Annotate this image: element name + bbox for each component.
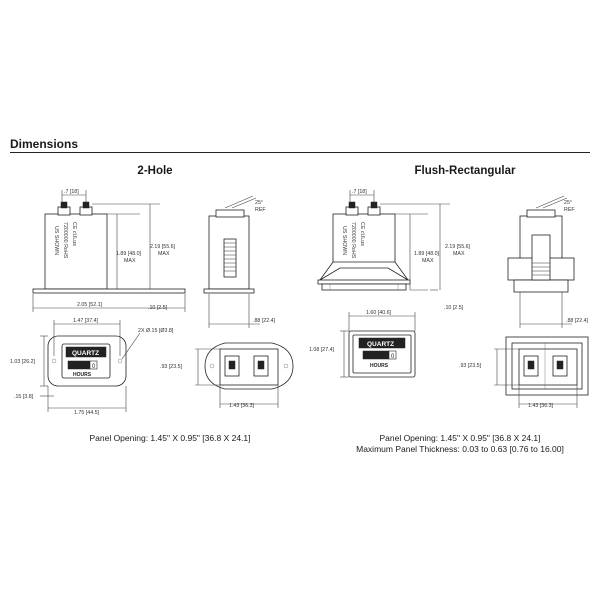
- th-front-height: 1.03 [26.2]: [10, 359, 36, 365]
- two-hole-end-view: 25° REF .10 [2.5] .88 [22.4]: [148, 195, 276, 328]
- fr-front-height: 1.08 [27.4]: [309, 347, 335, 353]
- th-overall-width: 2.05 [52.1]: [77, 302, 103, 308]
- flush-rear-view: .93 [23.5] 1.43 [36.3]: [459, 336, 589, 409]
- th-bottom-offset: .15 [3.8]: [14, 394, 34, 400]
- th-counter: 0: [92, 364, 96, 370]
- two-hole-rear-view: .93 [23.5] 1.43 [36.3]: [160, 342, 294, 409]
- fr-height-inner-max: MAX: [422, 258, 434, 264]
- flush-thickness-note: Maximum Panel Thickness: 0.03 to 0.63 [0…: [356, 444, 564, 454]
- two-hole-panel-note: Panel Opening: 1.45" X 0.95" [36.8 X 24.…: [89, 433, 251, 443]
- fr-angle-ref: REF: [564, 207, 575, 213]
- flush-panel-note: Panel Opening: 1.45" X 0.95" [36.8 X 24.…: [379, 433, 541, 443]
- fr-angle: 25°: [564, 200, 572, 206]
- fr-top-width: .7 [18]: [352, 189, 367, 195]
- svg-text:CE cULus: CE cULus: [71, 222, 77, 246]
- svg-text:7200000 RoHS: 7200000 RoHS: [350, 222, 356, 259]
- th-brand: QUARTZ: [72, 350, 99, 357]
- fr-height-outer-max: MAX: [453, 251, 465, 257]
- th-height-outer-max: MAX: [158, 251, 170, 257]
- th-height-inner: 1.89 [48.0]: [116, 251, 142, 257]
- fr-units: HOURS: [370, 363, 389, 369]
- th-depth: .88 [22.4]: [253, 318, 276, 324]
- th-angle: 25°: [255, 200, 263, 206]
- fr-height-inner: 1.89 [48.0]: [414, 251, 440, 257]
- fr-rear-width: 1.43 [36.3]: [528, 403, 554, 409]
- th-rear-width: 1.43 [36.3]: [229, 403, 255, 409]
- flush-side-view: US SHOWN 7200000 RoHS CE cULus .7 [18] 1…: [317, 189, 471, 311]
- th-height-inner-max: MAX: [124, 258, 136, 264]
- th-front-width: 1.75 [44.5]: [74, 410, 100, 416]
- section-title: Dimensions: [10, 137, 79, 151]
- svg-text:US SHOWN: US SHOWN: [341, 226, 347, 255]
- fr-height-outer: 2.19 [55.6]: [445, 244, 471, 250]
- svg-text:US SHOWN: US SHOWN: [53, 226, 59, 255]
- fr-counter: 0: [391, 354, 395, 360]
- th-hole-dia: 2X Ø.15 [Ø3.8]: [138, 328, 174, 334]
- flush-end-view: 25° REF .88 [22.4]: [507, 195, 589, 328]
- fr-rear-height: .93 [23.5]: [459, 363, 482, 369]
- th-hole-spacing: 1.47 [37.4]: [73, 318, 99, 324]
- th-units: HOURS: [73, 372, 92, 378]
- svg-text:7200000 RoHS: 7200000 RoHS: [62, 222, 68, 259]
- two-hole-title: 2-Hole: [137, 165, 173, 177]
- th-angle-ref: REF: [255, 207, 266, 213]
- svg-text:CE cULus: CE cULus: [359, 222, 365, 246]
- two-hole-side-view: US SHOWN 7200000 RoHS CE cULus .7 [18] 1…: [32, 189, 186, 312]
- fr-brand: QUARTZ: [367, 341, 394, 348]
- title-rule: [10, 152, 590, 153]
- th-height-outer: 2.19 [55.6]: [150, 244, 176, 250]
- two-hole-front-view: QUARTZ 0 HOURS 1.47 [37.4] 2X Ø.15 [Ø3.8…: [10, 318, 174, 416]
- th-top-width: .7 [18]: [64, 189, 79, 195]
- fr-depth: .88 [22.4]: [566, 318, 589, 324]
- fr-flange-thickness: .10 [2.5]: [444, 305, 464, 311]
- flush-front-view: QUARTZ 0 HOURS 1.60 [40.6] 1.08 [27.4]: [309, 310, 416, 378]
- th-flange-thickness: .10 [2.5]: [148, 305, 168, 311]
- fr-front-width: 1.60 [40.6]: [366, 310, 392, 316]
- th-rear-height: .93 [23.5]: [160, 364, 183, 370]
- flush-rect-title: Flush-Rectangular: [414, 165, 516, 177]
